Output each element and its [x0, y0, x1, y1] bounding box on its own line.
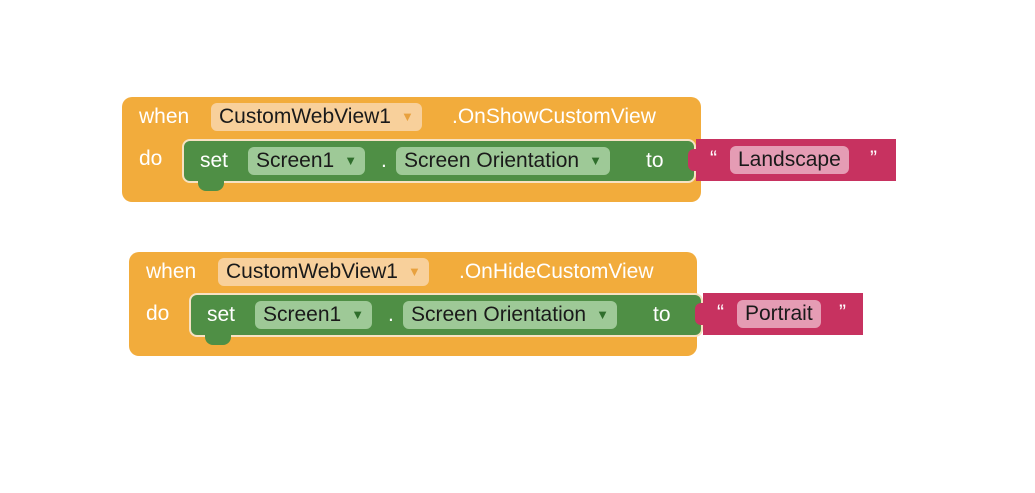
- when-label: when: [146, 260, 197, 283]
- block-notch: [198, 181, 224, 191]
- socket-plug: [688, 149, 698, 171]
- do-label: do: [146, 302, 170, 325]
- event-name: .OnHideCustomView: [459, 260, 654, 283]
- set-label: set: [200, 149, 229, 172]
- screen-dropdown[interactable]: Screen1 ▼: [248, 147, 366, 175]
- dot-label: .: [388, 303, 394, 326]
- when-label: when: [139, 105, 190, 128]
- property-name: Screen Orientation: [404, 149, 580, 172]
- set-label: set: [207, 303, 236, 326]
- text-block-landscape[interactable]: “ Landscape ”: [696, 139, 896, 181]
- dot-label: .: [381, 149, 387, 172]
- property-dropdown[interactable]: Screen Orientation ▼: [403, 301, 617, 329]
- to-label: to: [646, 149, 664, 172]
- chevron-down-icon: ▼: [344, 153, 358, 168]
- component-name: CustomWebView1: [219, 105, 391, 128]
- open-quote: “: [717, 301, 724, 324]
- set-property-block[interactable]: set Screen1 ▼ . Screen Orientation ▼ to: [189, 293, 703, 345]
- property-name: Screen Orientation: [411, 303, 587, 326]
- text-value[interactable]: Landscape: [730, 146, 849, 174]
- component-name: CustomWebView1: [226, 260, 398, 283]
- close-quote: ”: [870, 147, 877, 170]
- chevron-down-icon: ▼: [400, 109, 414, 124]
- do-label: do: [139, 147, 163, 170]
- screen-dropdown[interactable]: Screen1 ▼: [255, 301, 373, 329]
- text-value[interactable]: Portrait: [737, 300, 821, 328]
- component-dropdown[interactable]: CustomWebView1 ▼: [218, 258, 429, 286]
- chevron-down-icon: ▼: [596, 307, 609, 322]
- event-name: .OnShowCustomView: [452, 105, 656, 128]
- component-dropdown[interactable]: CustomWebView1 ▼: [211, 103, 422, 131]
- chevron-down-icon: ▼: [589, 153, 602, 168]
- screen-name: Screen1: [263, 303, 342, 326]
- open-quote: “: [710, 147, 717, 170]
- close-quote: ”: [839, 301, 846, 324]
- to-label: to: [653, 303, 671, 326]
- text-block-portrait[interactable]: “ Portrait ”: [703, 293, 863, 335]
- block-notch: [205, 335, 231, 345]
- chevron-down-icon: ▼: [407, 264, 421, 279]
- screen-name: Screen1: [256, 149, 335, 172]
- socket-plug: [695, 303, 705, 325]
- chevron-down-icon: ▼: [351, 307, 365, 322]
- property-dropdown[interactable]: Screen Orientation ▼: [396, 147, 610, 175]
- set-property-block[interactable]: set Screen1 ▼ . Screen Orientation ▼ to: [182, 139, 696, 191]
